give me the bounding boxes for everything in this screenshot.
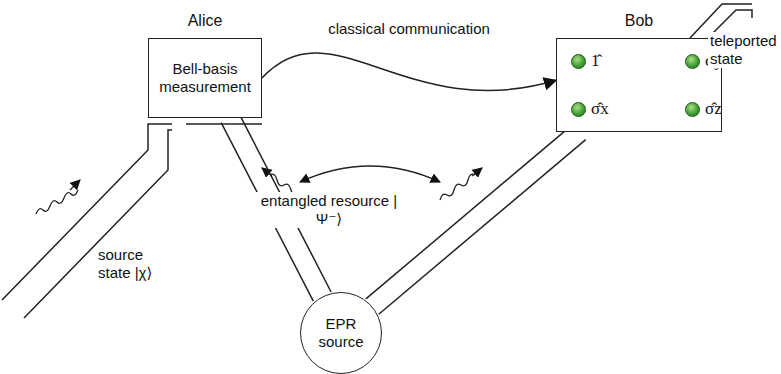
edge-label: classical communication [326,20,492,38]
button-light [685,102,700,117]
source-circle: EPR source [300,292,382,374]
process-box: Bob1̂σ̂yσ̂xσ̂z [556,38,722,132]
button-label: σ̂x [591,99,609,119]
channel-bracket [186,123,262,125]
communication-arrow [262,53,556,91]
button-label: 1̂ [591,51,600,71]
node-text: EPR source [307,315,375,351]
annotation-label: source state |χ⟩ [96,246,174,282]
node-heading: Alice [149,11,261,30]
process-box: AliceBell-basis measurement [148,38,262,118]
button-light [571,54,586,69]
annotation-label: entangled resource |Ψ⁻⟩ [252,192,406,228]
button-light [685,54,700,69]
node-heading: Bob [557,11,721,30]
annotation-label: teleported state [708,32,781,68]
button-light [571,102,586,117]
node-text: Bell-basis measurement [155,60,255,96]
button-label: σ̂z [705,99,722,119]
source-channel [2,124,172,318]
